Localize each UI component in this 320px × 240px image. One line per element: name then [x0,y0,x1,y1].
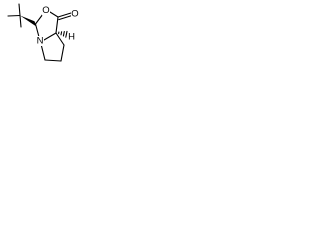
hash-line-2 [60,31,63,36]
bond-c1-c7a [55,16,59,34]
bond-c3-o2 [34,13,44,25]
bond-n-c3 [34,23,40,38]
hash-line-4 [65,30,68,38]
bond-o2-c1 [49,11,59,18]
bond-c5-c6 [44,59,62,62]
bond-n-c5 [40,43,46,61]
ring-oxygen-label: O [42,5,49,16]
label-bg-ring-oxygen [42,5,50,16]
bond-c6-c7 [60,44,65,62]
stereo-hydrogen-label: H [68,32,75,43]
carbonyl-bond-line-1 [57,12,72,18]
bond-quaternary-to-methyl-left [7,14,21,17]
hash-line-3 [62,31,65,37]
carbonyl-double-bond [57,12,73,21]
bond-quaternary-to-methyl-top [18,3,21,17]
chemical-structure-diagram: O O N H [7,3,79,62]
label-bg-carbonyl-oxygen [71,9,79,19]
solid-wedge-bond-c3-tbutyl [20,15,37,27]
label-bg-ring-nitrogen [36,36,44,46]
hashed-wedge-bond-c7a-h [58,30,68,38]
oxazolidinone-ring [34,11,59,41]
ring-nitrogen-label: N [37,36,44,47]
bond-quaternary-to-methyl-bottom [19,14,22,28]
tert-butyl-group [7,3,22,28]
bond-c7a-n [43,32,57,41]
label-bg-stereo-hydrogen [67,32,76,42]
pyrrolidine-ring [40,32,65,62]
bond-c7-c7a [55,32,65,46]
carbonyl-bond-line-2 [58,15,73,21]
carbonyl-oxygen-label: O [71,9,78,20]
